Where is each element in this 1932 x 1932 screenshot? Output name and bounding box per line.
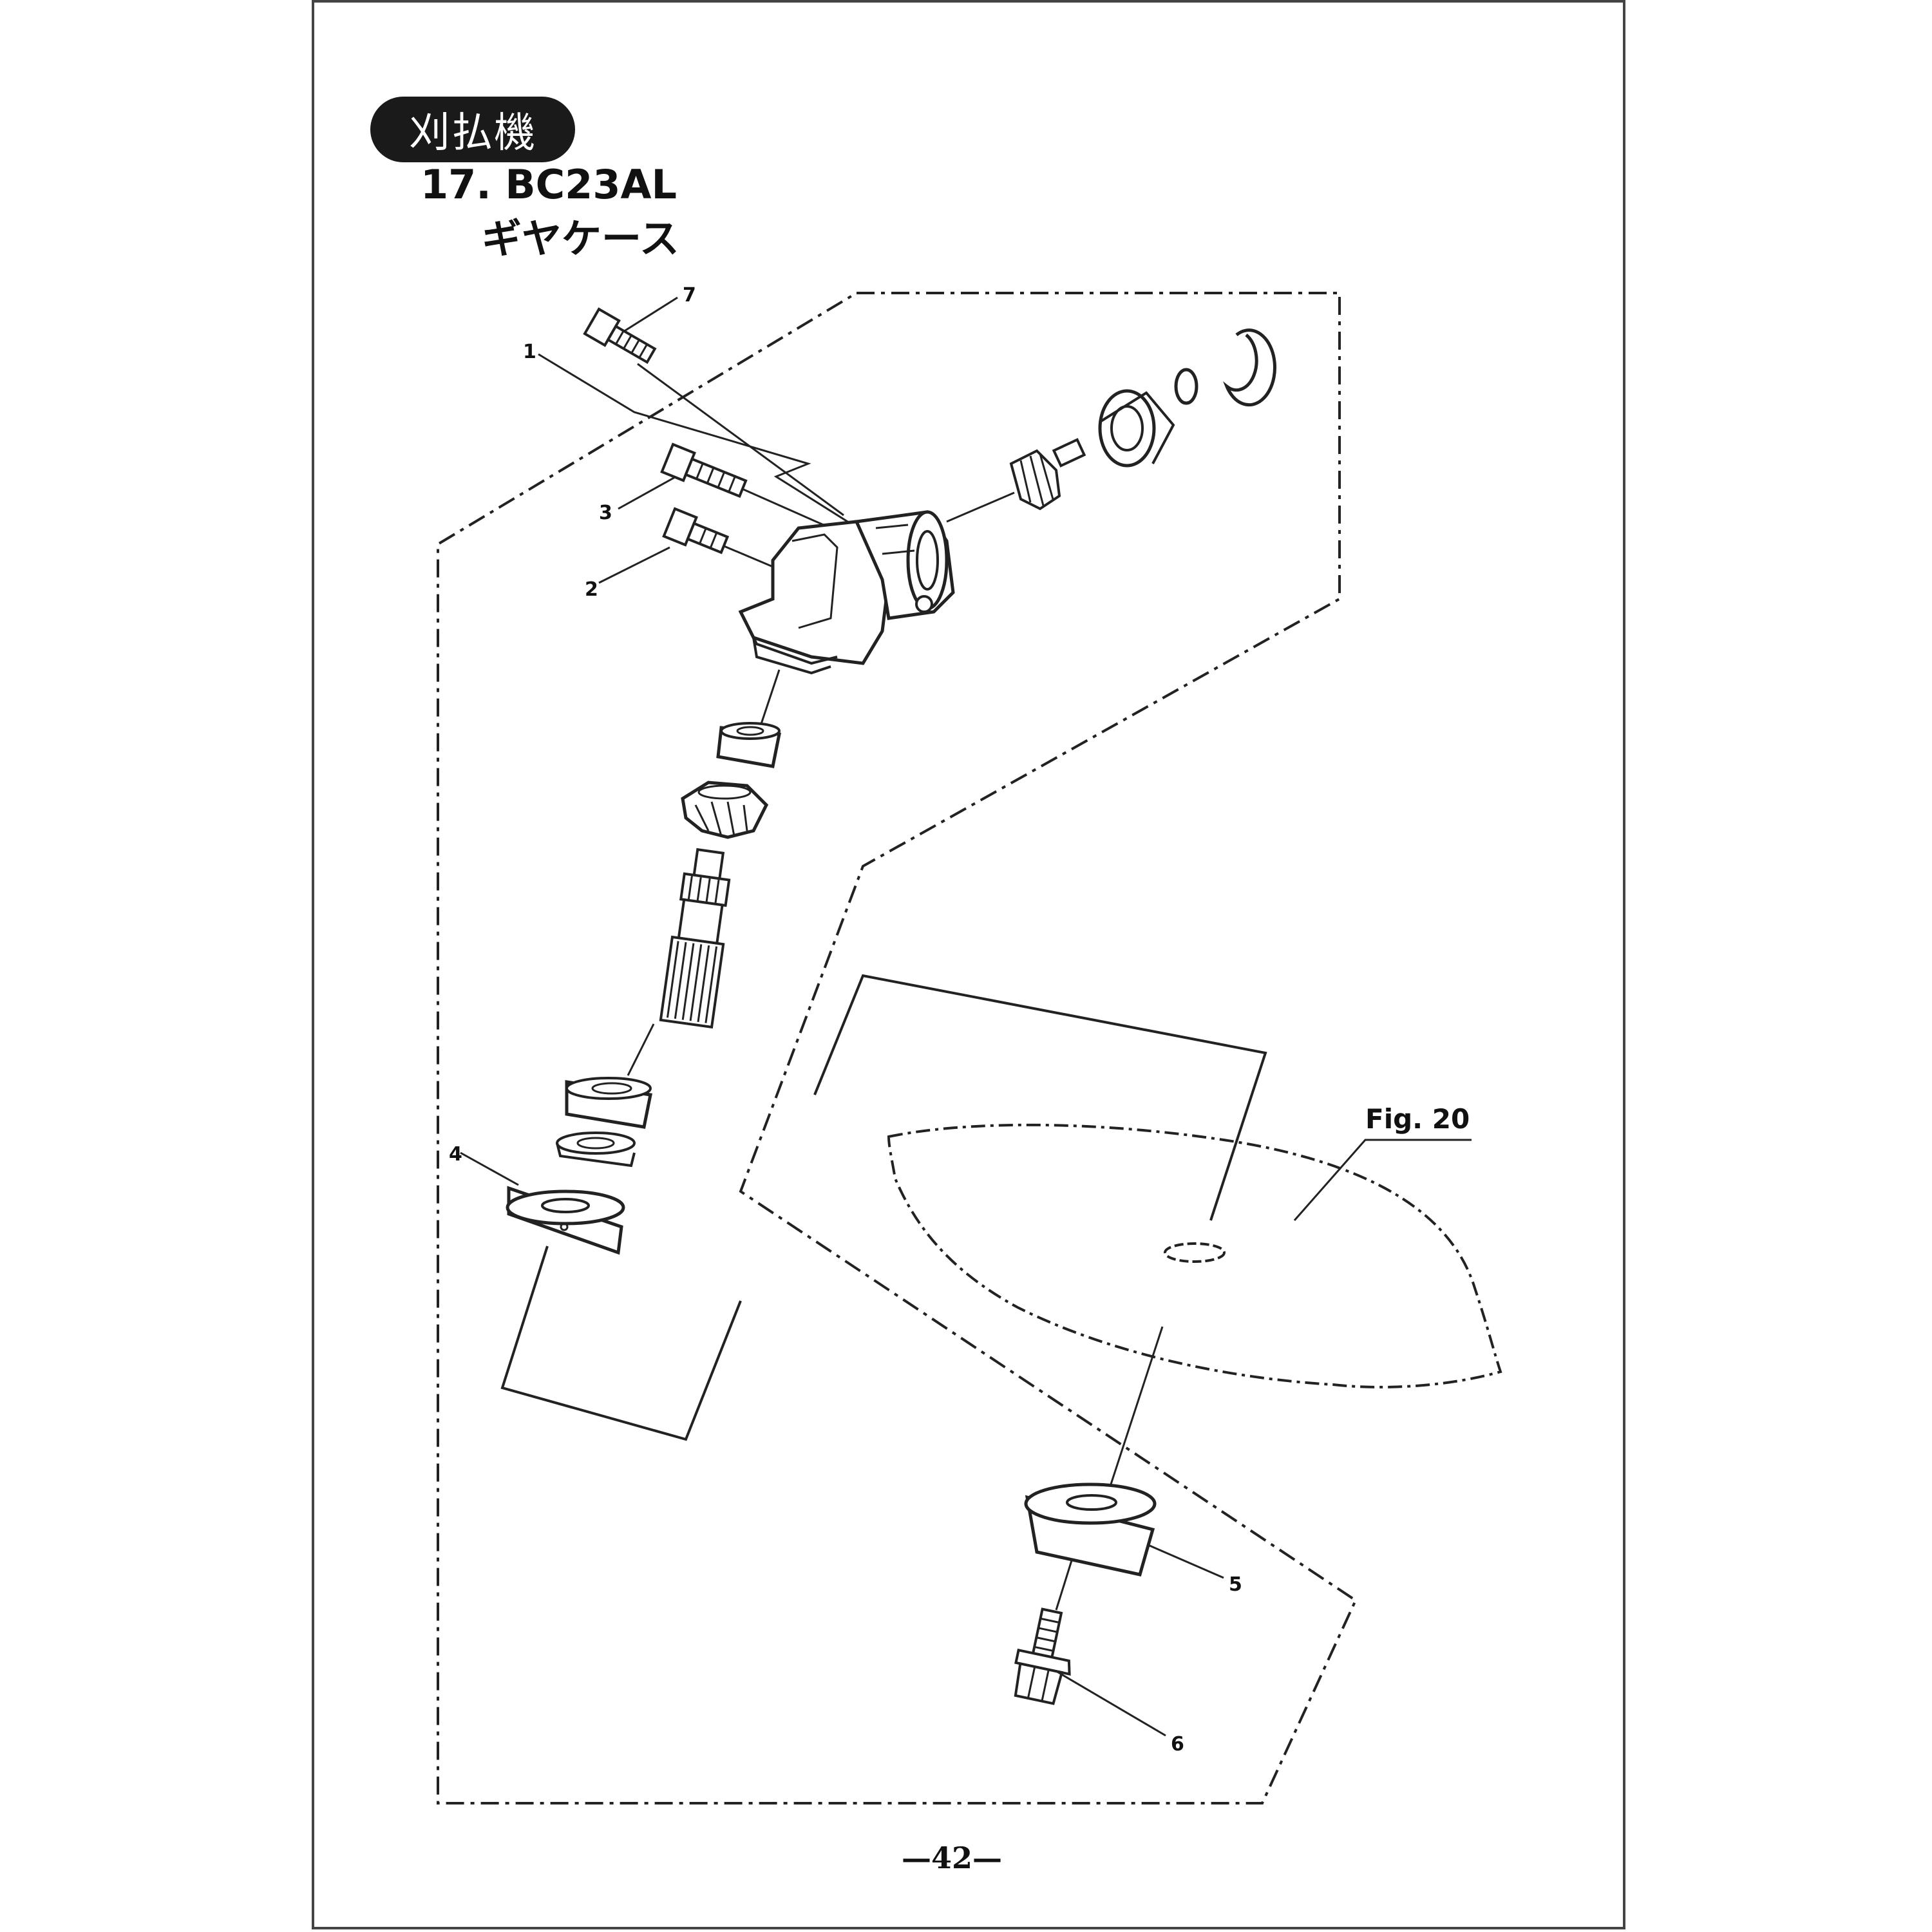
bevel-gear-lower (681, 781, 769, 839)
blade-leader (813, 974, 1267, 1221)
leader-4 (460, 1151, 519, 1186)
assembly-boundary (437, 292, 1358, 1804)
callout-5: 5 (1229, 1573, 1242, 1596)
gear-case (738, 510, 955, 675)
axis-lower-2 (627, 1023, 655, 1076)
axis-upper (946, 491, 1015, 523)
bolt-7 (583, 307, 657, 365)
callout-6: 6 (1171, 1733, 1184, 1756)
figure-reference: Fig. 20 (1365, 1103, 1470, 1135)
page-frame (312, 0, 1625, 1929)
callout-3: 3 (599, 502, 612, 524)
axis-3 (740, 487, 831, 529)
category-label: 刈払機 (370, 97, 575, 162)
bearing-mid (716, 722, 781, 768)
leader-7 (618, 296, 678, 336)
fig20-leader (1293, 1139, 1472, 1221)
bearing-lower (565, 1077, 652, 1129)
leader-6 (1056, 1670, 1166, 1737)
pinion-gear-upper (1009, 438, 1086, 511)
callout-7: 7 (683, 284, 696, 307)
leader-2 (598, 546, 670, 584)
callout-1: 1 (523, 341, 536, 363)
axis-part-6 (1055, 1558, 1074, 1611)
bracket-4 (500, 1245, 742, 1441)
section-subtitle: ギヤケース (482, 215, 679, 262)
bolt-2 (662, 507, 730, 554)
spindle-shaft (659, 848, 731, 1029)
page-number: —42— (902, 1841, 1003, 1875)
callout-4: 4 (449, 1143, 462, 1166)
callout-2: 2 (585, 578, 598, 601)
axis-part-5 (1106, 1326, 1164, 1495)
flange-outer-5 (1024, 1482, 1157, 1577)
blade-center-hole (1164, 1242, 1226, 1263)
blade-outline (887, 1123, 1502, 1388)
flange-holder-4 (506, 1186, 625, 1255)
leader-5 (1149, 1544, 1224, 1579)
leader-1 (538, 353, 864, 533)
section-title: 17. BC23AL (421, 161, 677, 208)
washer (556, 1132, 636, 1168)
leader-3 (618, 475, 677, 510)
snap-ring (1223, 328, 1276, 407)
bearing-upper (1098, 389, 1175, 468)
axis-lower-1 (759, 669, 781, 728)
bolt-3 (660, 442, 748, 498)
axis-7 (637, 363, 844, 516)
small-ring (1174, 368, 1198, 405)
bolt-6 (1014, 1607, 1071, 1705)
